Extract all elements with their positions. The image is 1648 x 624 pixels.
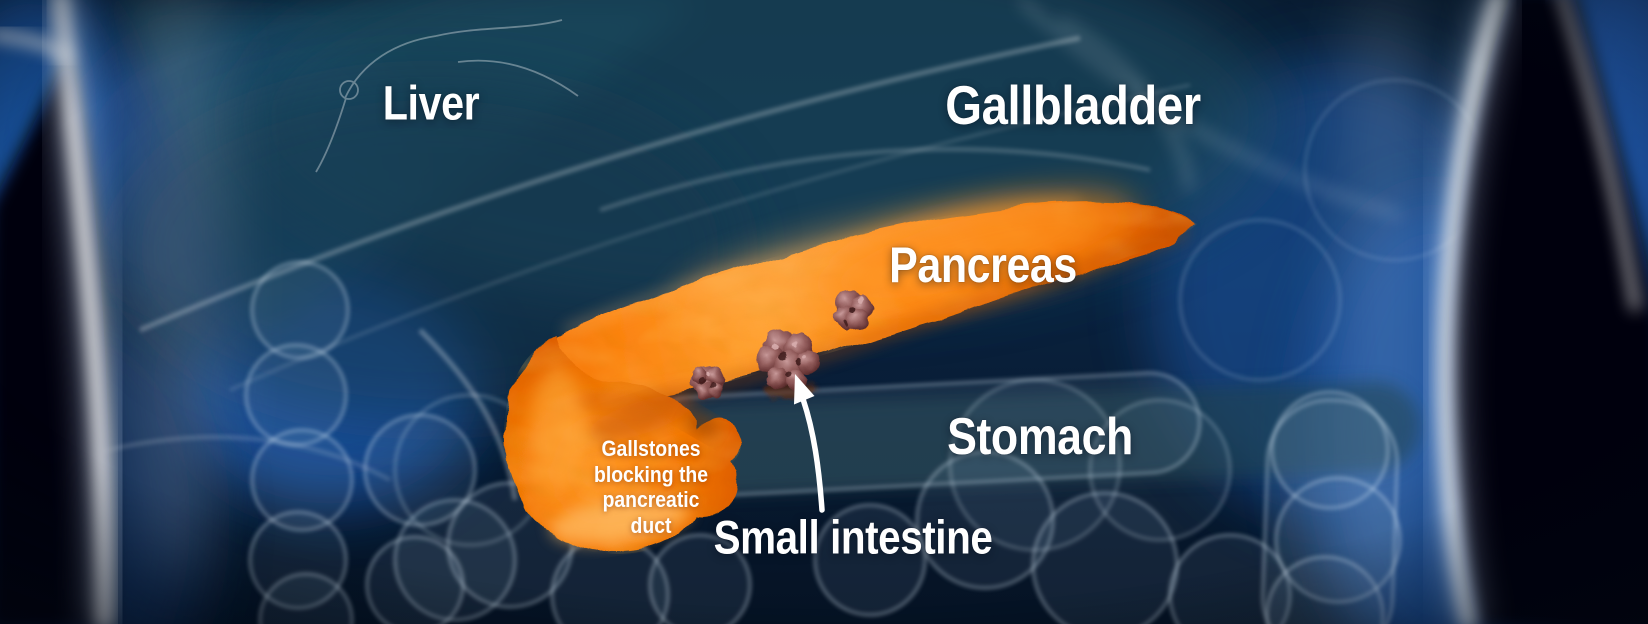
label-gallstone-note: Gallstones blocking the pancreatic duct [593, 435, 709, 538]
label-liver: Liver [382, 77, 480, 131]
label-small-intestine: Small intestine [713, 510, 993, 564]
label-gallbladder: Gallbladder [945, 74, 1201, 136]
label-stomach: Stomach [947, 408, 1133, 466]
label-pancreas: Pancreas [889, 237, 1077, 293]
